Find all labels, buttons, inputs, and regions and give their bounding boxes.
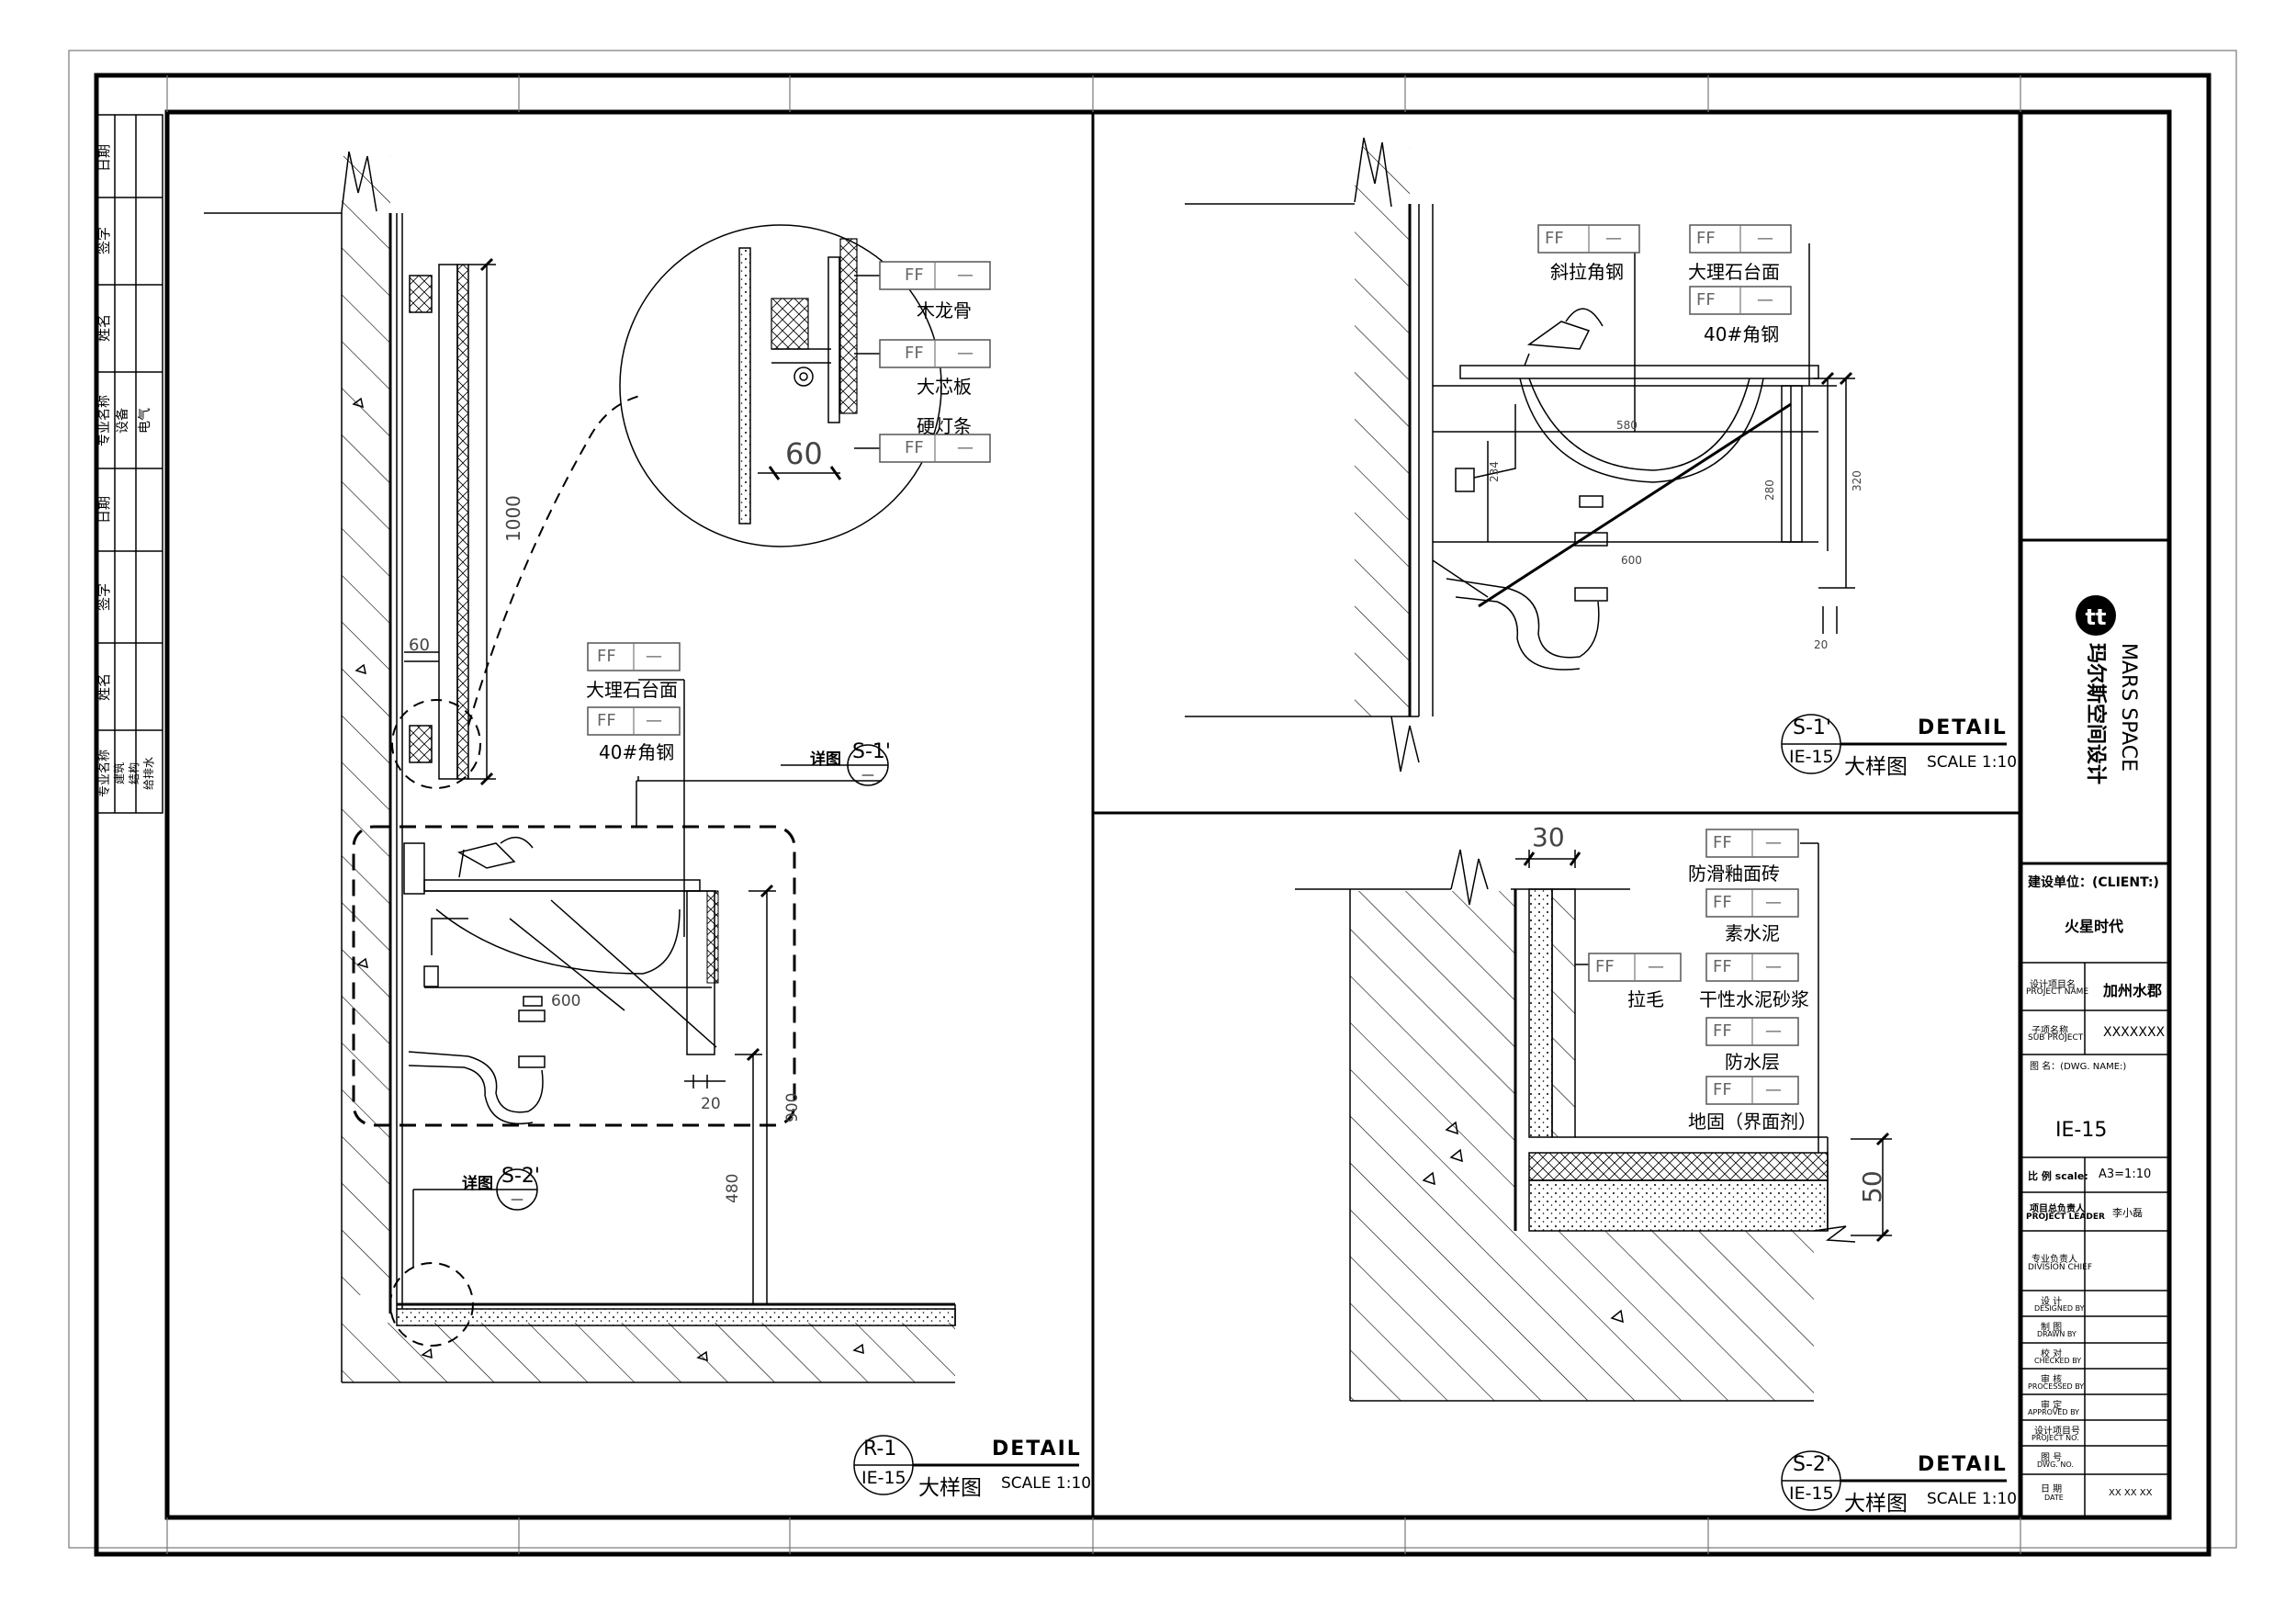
title-block-lines (2018, 112, 2169, 1517)
outer-trim-frame (68, 50, 2237, 1549)
strip-bottom-plumb: 给排水 (142, 757, 155, 790)
svg-text:tt: tt (2086, 604, 2107, 630)
strip-top-elec: 电气 (138, 408, 152, 434)
detail-s2-drawing (1295, 842, 2007, 1511)
strip-bottom-sign: 签字 (96, 583, 112, 611)
strip-top-discipline: 专业名称 (97, 395, 112, 446)
strip-bottom-arch: 建筑 (112, 762, 126, 784)
strip-bottom-name: 姓名 (96, 673, 112, 701)
mars-space-logo: tt (2076, 595, 2116, 636)
strip-top-equip: 设备 (115, 408, 130, 434)
detail-s2-tags (1588, 829, 1799, 1105)
drawing-frame (164, 109, 2172, 1520)
detail-s1-tags (1537, 224, 1792, 315)
frame-zone-ticks (166, 75, 2021, 1554)
detail-r1-tags (587, 261, 991, 736)
strip-bottom-discipline: 专业名称 (97, 750, 112, 797)
detail-s1-drawing (1185, 137, 2007, 774)
sheet-border (94, 73, 2212, 1557)
side-strip: 日期 签字 姓名 专业名称 设备 电气 日期 签字 姓名 专业名称 建筑 结构 … (96, 114, 163, 814)
strip-bottom-date: 日期 (96, 496, 112, 524)
detail-r1-drawing (204, 151, 1079, 1495)
strip-top-name: 姓名 (96, 314, 112, 342)
strip-bottom-struct: 结构 (127, 762, 141, 784)
strip-top-sign: 签字 (96, 227, 112, 254)
strip-top-date: 日期 (96, 144, 112, 172)
